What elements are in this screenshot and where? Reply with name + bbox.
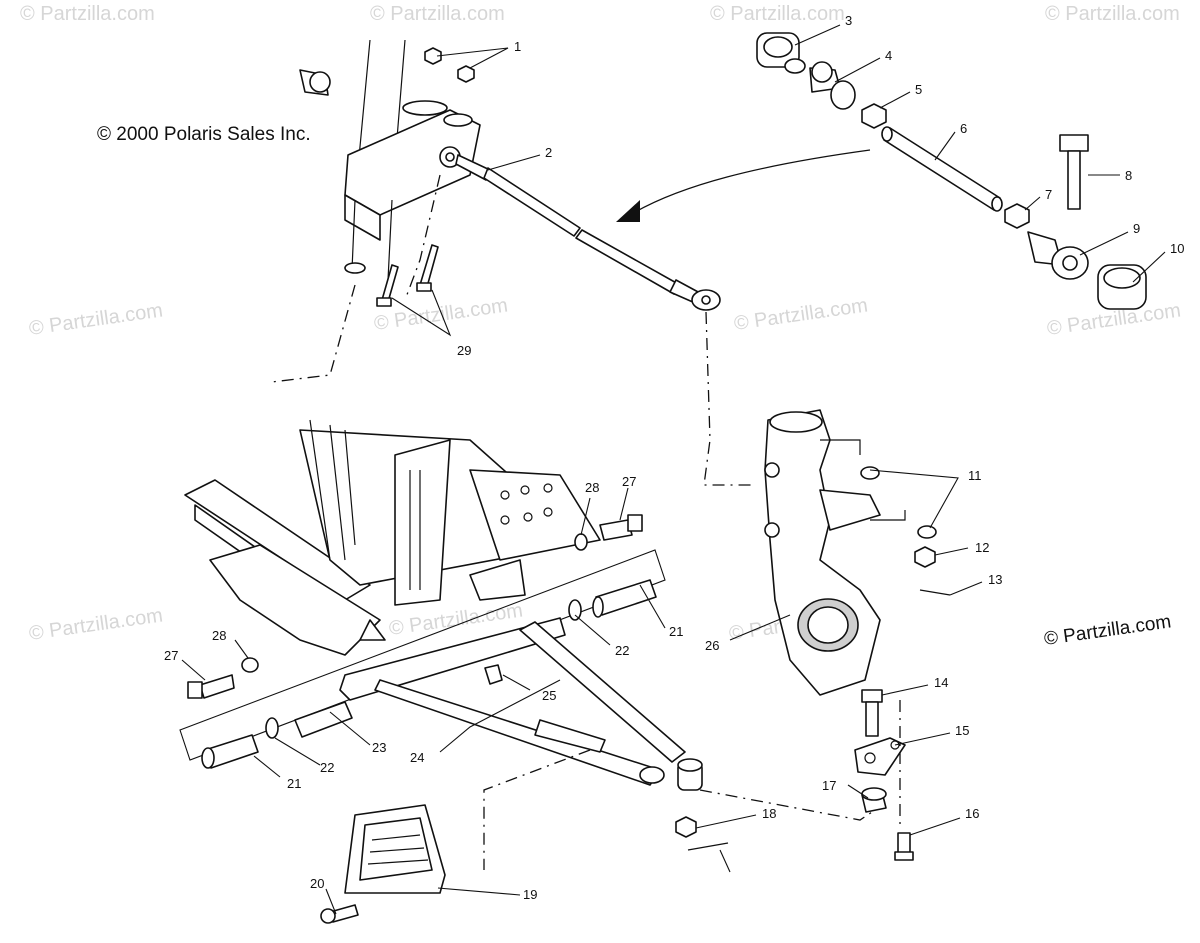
callout-22: 22 [320, 760, 334, 775]
callout-21: 21 [287, 776, 301, 791]
callout-2: 2 [545, 145, 552, 160]
a-arm [339, 617, 703, 791]
callout-29: 29 [457, 343, 471, 358]
callout-27: 27 [622, 474, 636, 489]
frame-section [184, 419, 601, 656]
callout-16: 16 [965, 806, 979, 821]
callout-22: 22 [615, 643, 629, 658]
watermarks: © Partzilla.com © Partzilla.com © Partzi… [20, 3, 1182, 645]
callout-5: 5 [915, 82, 922, 97]
watermark: © Partzilla.com [28, 299, 165, 340]
a-arm-guard [320, 804, 446, 924]
callout-28: 28 [585, 480, 599, 495]
callout-28: 28 [212, 628, 226, 643]
callout-23: 23 [372, 740, 386, 755]
callout-1: 1 [514, 39, 521, 54]
watermark: © Partzilla.com [370, 3, 505, 25]
callout-26: 26 [705, 638, 719, 653]
callout-10: 10 [1170, 241, 1184, 256]
pivot-shaft-guide [179, 549, 666, 761]
watermark: © Partzilla.com [733, 294, 870, 335]
a-arm-hardware [187, 514, 657, 769]
callout-14: 14 [934, 675, 948, 690]
leader-lines [181, 24, 1166, 915]
callout-3: 3 [845, 13, 852, 28]
callouts: 1 2 3 4 5 6 7 8 9 10 11 12 13 14 15 16 1… [164, 13, 1184, 902]
callout-13: 13 [988, 572, 1002, 587]
callout-8: 8 [1125, 168, 1132, 183]
callout-7: 7 [1045, 187, 1052, 202]
callout-18: 18 [762, 806, 776, 821]
spindle [764, 409, 906, 696]
copyright-label: © 2000 Polaris Sales Inc. [97, 124, 311, 145]
watermark: © Partzilla.com [710, 3, 845, 25]
steering-post-assembly [271, 39, 481, 383]
callout-17: 17 [822, 778, 836, 793]
spindle-hardware [483, 466, 951, 870]
callout-11: 11 [968, 468, 982, 483]
callout-6: 6 [960, 121, 967, 136]
callout-4: 4 [885, 48, 892, 63]
callout-19: 19 [523, 887, 537, 902]
partzilla-copyright: © Partzilla.com [1043, 611, 1173, 650]
callout-9: 9 [1133, 221, 1140, 236]
watermark: © Partzilla.com [28, 604, 165, 645]
callout-25: 25 [542, 688, 556, 703]
callout-15: 15 [955, 723, 969, 738]
tie-rod [439, 146, 752, 486]
watermark: © Partzilla.com [20, 3, 155, 25]
watermark: © Partzilla.com [1045, 3, 1180, 25]
callout-24: 24 [410, 750, 424, 765]
callout-20: 20 [310, 876, 324, 891]
tie-rod-parts [756, 32, 1147, 310]
callout-21: 21 [669, 624, 683, 639]
callout-12: 12 [975, 540, 989, 555]
callout-27: 27 [164, 648, 178, 663]
